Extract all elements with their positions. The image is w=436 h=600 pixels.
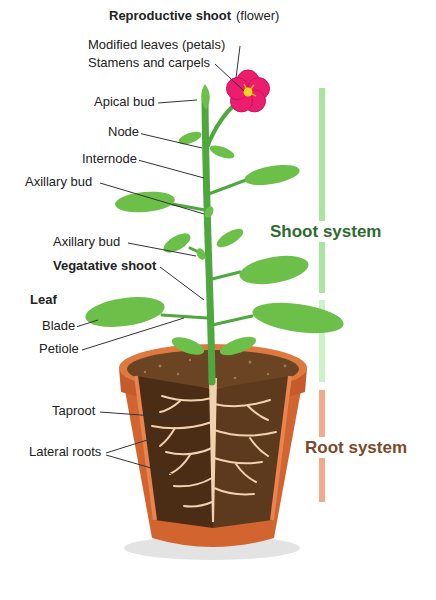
leader-line xyxy=(160,267,204,300)
part-label: Petiole xyxy=(37,341,81,357)
petiole xyxy=(212,316,252,325)
part-label: Axillary bud xyxy=(23,174,94,190)
soil-dot xyxy=(249,361,252,364)
part-label: Leaf xyxy=(28,292,59,308)
title-label: Reproductive shoot xyxy=(107,8,233,24)
flower xyxy=(227,70,270,112)
root xyxy=(250,438,268,456)
pot-wall-edge xyxy=(136,376,155,520)
lateral-roots xyxy=(152,396,276,507)
leaf xyxy=(177,129,203,147)
leader-line xyxy=(106,455,172,474)
axillary-bud xyxy=(203,205,215,219)
soil-dot xyxy=(159,365,162,368)
part-label: Apical bud xyxy=(92,94,157,110)
leaf xyxy=(208,143,236,161)
leaf xyxy=(237,251,310,289)
leader-line xyxy=(100,412,208,420)
root xyxy=(248,406,268,420)
part-label: Vegatative shoot xyxy=(51,258,158,274)
pot-wall-edge xyxy=(272,376,290,520)
leader-line xyxy=(100,183,204,214)
carpel xyxy=(244,88,253,97)
root xyxy=(236,464,256,482)
part-label: Modified leaves (petals) xyxy=(86,37,227,53)
root xyxy=(214,488,254,494)
soil-cutaway xyxy=(213,376,290,528)
leader-line xyxy=(76,320,98,327)
leaf xyxy=(114,189,176,214)
root xyxy=(170,455,190,474)
soil-cutaway xyxy=(136,376,213,528)
petiole xyxy=(208,272,240,280)
part-label: Taproot xyxy=(50,403,97,419)
part-label: Blade xyxy=(40,318,77,334)
shoot-bar xyxy=(319,88,325,293)
root xyxy=(214,400,270,406)
part-label: Stamens and carpels xyxy=(86,55,212,71)
root xyxy=(160,401,180,412)
soil-dot xyxy=(234,377,237,380)
petiole xyxy=(162,315,207,318)
soil-dot xyxy=(267,373,269,375)
leader-line xyxy=(138,160,204,178)
root xyxy=(214,430,276,436)
root xyxy=(162,396,212,401)
root xyxy=(174,478,212,486)
system-label: Shoot system xyxy=(268,221,383,242)
leaf-blade xyxy=(83,293,166,332)
soil-dot xyxy=(144,371,146,373)
soil-dot xyxy=(284,365,287,368)
leader-line xyxy=(138,133,202,148)
soil-dot xyxy=(177,373,179,375)
petiole xyxy=(206,180,246,195)
axillary-bud xyxy=(195,247,207,261)
leaf xyxy=(250,298,345,339)
root xyxy=(166,448,212,454)
leaf xyxy=(218,333,258,359)
taproot xyxy=(209,378,217,522)
leader-line xyxy=(128,243,196,256)
leaf xyxy=(214,225,246,250)
part-label: Node xyxy=(106,124,141,140)
part-label: Axillary bud xyxy=(51,234,122,250)
part-label: Internode xyxy=(80,151,139,167)
leader-line xyxy=(158,100,197,103)
root xyxy=(152,422,212,428)
system-label: Root system xyxy=(303,437,409,458)
leader-line xyxy=(82,318,184,350)
leader-line xyxy=(236,46,240,78)
part-label: Lateral roots xyxy=(27,444,103,460)
leaf xyxy=(170,334,207,359)
leaf xyxy=(243,161,301,188)
leader-line xyxy=(106,436,160,453)
stamens xyxy=(244,84,256,96)
root xyxy=(214,458,262,463)
title-label: (flower) xyxy=(234,8,281,24)
soil-dot xyxy=(189,359,191,361)
apical-bud xyxy=(201,84,210,110)
root xyxy=(160,428,175,446)
leader-line xyxy=(215,64,244,91)
root xyxy=(184,502,212,507)
